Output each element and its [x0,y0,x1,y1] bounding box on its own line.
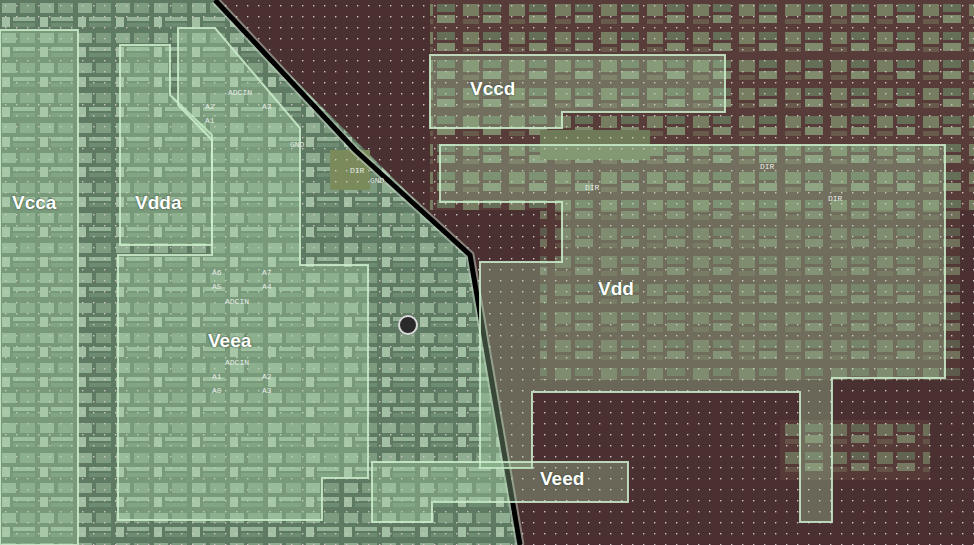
domain-label: Vccd [470,78,515,100]
pin-name: A5 [212,282,222,291]
pin-name: A0 [212,386,222,395]
domain-outline [118,28,368,520]
domain-label: Veed [540,468,584,490]
pin-name: A1 [205,116,215,125]
domain-outline [0,30,78,545]
pin-name: GND [290,140,304,149]
domain-outline [372,462,628,522]
pin-name: A2 [205,102,215,111]
pin-name: DIR [760,162,774,171]
pin-name: A6 [212,268,222,277]
power-domain: Vcca [0,30,78,545]
pin-name: GND [370,176,384,185]
domain-label: Vdda [135,192,181,214]
domain-label: Veea [208,330,251,352]
pin-name: A1 [212,372,222,381]
domain-label: Vdd [598,278,634,300]
pin-name: DIR [828,194,842,203]
power-domain: Vccd [430,55,725,128]
power-domain: Veea [118,28,368,520]
pin-name: DIR [350,166,364,175]
pin-name: A7 [262,268,272,277]
pin-name: ADCIN [228,88,252,97]
pin-name: DIR [585,183,599,192]
pin-name: ADCIN [225,297,249,306]
domain-label: Vcca [12,192,56,214]
pin-name: A4 [262,282,272,291]
pin-name: A3 [262,386,272,395]
pin-name: A2 [262,372,272,381]
power-domain: Veed [372,462,628,522]
pin-name: ADCIN [225,358,249,367]
pin-name: A3 [262,102,272,111]
